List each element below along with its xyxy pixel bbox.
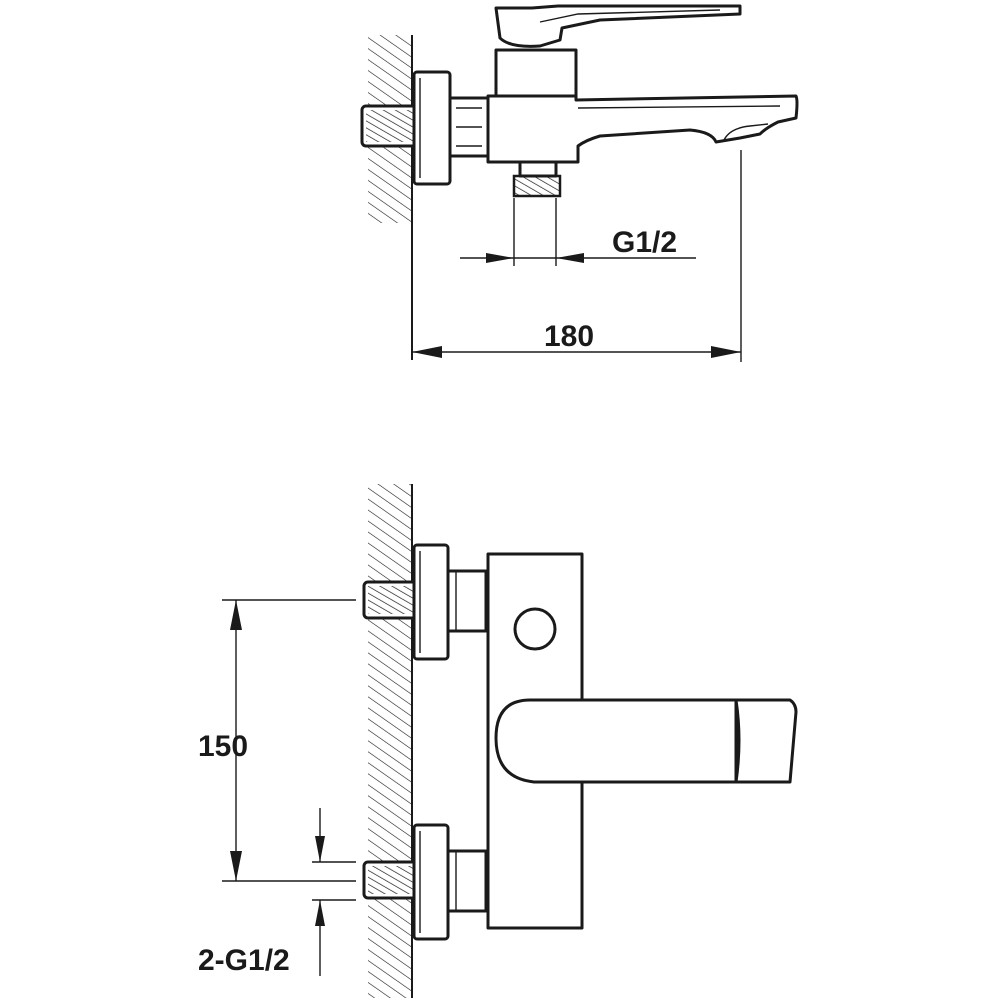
dim-width-label: 180 (544, 320, 594, 353)
spout-front (494, 698, 798, 784)
top-view: G1/2 180 (360, 4, 799, 362)
upper-inlet (362, 543, 488, 661)
dim-inlet-top: G1/2 (460, 198, 696, 266)
hex-connector-top (448, 96, 490, 158)
front-view: 150 2-G1/2 (198, 484, 798, 998)
dim-height-front: 150 (198, 599, 356, 882)
dim-thread-front: 2-G1/2 (198, 808, 356, 977)
dim-inlet-label: G1/2 (612, 226, 677, 259)
cartridge-top (494, 48, 578, 98)
mixer-body-top (486, 94, 799, 164)
lower-inlet (362, 823, 488, 941)
threaded-pipe-top (360, 104, 420, 148)
dim-thread-label: 2-G1/2 (198, 944, 290, 977)
diverter-knob (513, 607, 557, 651)
shower-outlet-top (512, 160, 562, 198)
wall-hatch-front (368, 484, 412, 998)
dim-height-label: 150 (198, 730, 248, 763)
dim-width-top: 180 (412, 150, 742, 362)
lever-handle-top (494, 4, 742, 48)
